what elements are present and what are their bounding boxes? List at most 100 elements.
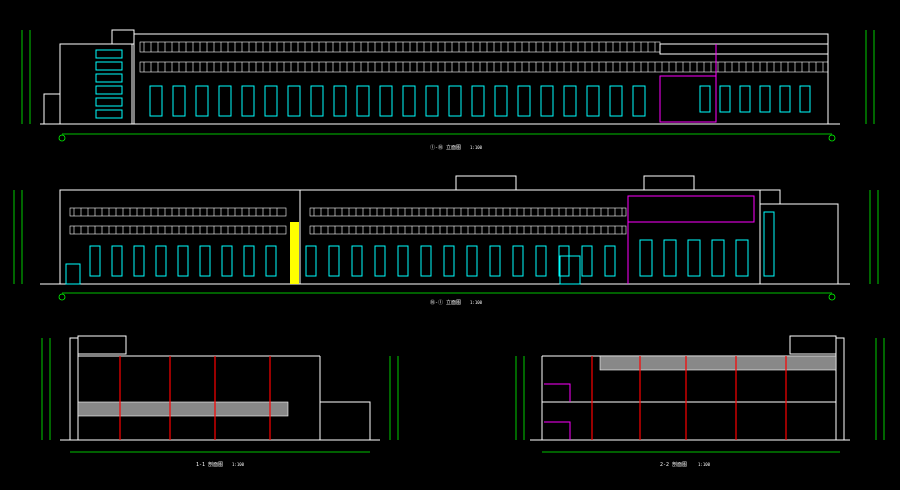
window bbox=[425, 85, 439, 117]
stair-window bbox=[95, 61, 123, 71]
window bbox=[512, 245, 524, 277]
window bbox=[310, 85, 324, 117]
entrance-door bbox=[559, 255, 581, 285]
window bbox=[89, 245, 101, 277]
window bbox=[663, 239, 677, 277]
elevation-1-lower-windows bbox=[95, 49, 811, 119]
elevation-2: ⑩-① 立面图 1:100 bbox=[13, 175, 879, 306]
elevation-2-yellow-stair bbox=[290, 222, 299, 284]
stair-window bbox=[95, 109, 123, 119]
window bbox=[799, 85, 811, 113]
section-2-caption: 2-2 剖面图 bbox=[660, 461, 687, 468]
section-1-caption: 1-1 剖面图 bbox=[196, 461, 223, 468]
elevation-1-right-dimension bbox=[865, 30, 875, 124]
window bbox=[305, 245, 317, 277]
window bbox=[155, 245, 167, 277]
window-band-frame bbox=[69, 225, 287, 235]
window bbox=[177, 245, 189, 277]
window bbox=[639, 239, 653, 277]
window bbox=[735, 239, 749, 277]
window bbox=[535, 245, 547, 277]
elevation-2-scale: 1:100 bbox=[470, 300, 483, 305]
window bbox=[133, 245, 145, 277]
section-1-columns bbox=[119, 356, 271, 440]
elevation-1-scale: 1:100 bbox=[470, 145, 483, 150]
window bbox=[581, 245, 593, 277]
window bbox=[328, 245, 340, 277]
section-1-left-dimension bbox=[41, 338, 51, 440]
window bbox=[397, 245, 409, 277]
window bbox=[111, 245, 123, 277]
section-1-outline bbox=[60, 335, 380, 441]
window bbox=[466, 245, 478, 277]
elevation-1-caption: ①-⑩ 立面图 bbox=[430, 144, 461, 151]
window bbox=[448, 85, 462, 117]
section-2-roof-slab bbox=[599, 355, 837, 371]
window bbox=[471, 85, 485, 117]
window bbox=[356, 85, 370, 117]
window bbox=[759, 85, 771, 113]
window bbox=[517, 85, 531, 117]
window-band-frame bbox=[69, 207, 287, 217]
section-2-right-dimension bbox=[875, 338, 885, 440]
stair-window bbox=[763, 211, 775, 277]
window bbox=[604, 245, 616, 277]
side-door bbox=[65, 263, 81, 285]
window bbox=[199, 245, 211, 277]
section-2-left-dimension bbox=[515, 356, 525, 440]
window bbox=[739, 85, 751, 113]
window bbox=[333, 85, 347, 117]
elevation-2-outline bbox=[40, 175, 850, 285]
window bbox=[218, 85, 232, 117]
stair-window bbox=[95, 49, 123, 59]
window bbox=[221, 245, 233, 277]
elevation-2-caption: ⑩-① 立面图 bbox=[430, 299, 461, 306]
window bbox=[243, 245, 255, 277]
window bbox=[563, 85, 577, 117]
window-band-frame bbox=[139, 61, 829, 73]
stair-window bbox=[95, 73, 123, 83]
elevation-1-window-band-upper bbox=[139, 41, 661, 53]
elevation-1-magenta-frame bbox=[659, 44, 717, 123]
stair-window bbox=[95, 85, 123, 95]
section-1: 1-1 剖面图 1:100 bbox=[41, 335, 399, 468]
window bbox=[265, 245, 277, 277]
window bbox=[379, 85, 393, 117]
window bbox=[241, 85, 255, 117]
section-1-floor-slab bbox=[77, 401, 289, 417]
section-1-right-dimension bbox=[389, 356, 399, 440]
window bbox=[195, 85, 209, 117]
window-band-frame bbox=[139, 41, 661, 53]
elevation-1: ①-⑩ 立面图 1:100 bbox=[21, 29, 875, 151]
window bbox=[711, 239, 725, 277]
window bbox=[632, 85, 646, 117]
elevation-1-outline bbox=[40, 29, 840, 125]
elevation-2-window-band-upper bbox=[69, 207, 627, 235]
elevation-2-left-dimension bbox=[13, 190, 23, 284]
window bbox=[402, 85, 416, 117]
window bbox=[558, 245, 570, 277]
elevation-2-lower-windows bbox=[65, 211, 775, 285]
window bbox=[719, 85, 731, 113]
window bbox=[489, 245, 501, 277]
window bbox=[443, 245, 455, 277]
window bbox=[687, 239, 701, 277]
elevation-2-magenta-frame bbox=[627, 195, 755, 284]
elevation-1-left-dimension bbox=[21, 30, 31, 124]
window bbox=[149, 85, 163, 117]
section-1-scale: 1:100 bbox=[232, 462, 245, 467]
window bbox=[494, 85, 508, 117]
window bbox=[540, 85, 554, 117]
elevation-2-right-dimension bbox=[869, 190, 879, 284]
section-2: 2-2 剖面图 1:100 bbox=[515, 335, 885, 468]
section-2-magenta-stair bbox=[544, 383, 571, 440]
window bbox=[172, 85, 186, 117]
section-2-columns bbox=[591, 356, 787, 440]
elevation-1-axis-line bbox=[58, 133, 836, 142]
elevation-1-window-band-middle bbox=[139, 61, 829, 73]
window bbox=[609, 85, 623, 117]
window bbox=[586, 85, 600, 117]
window bbox=[779, 85, 791, 113]
stair-window bbox=[95, 97, 123, 107]
